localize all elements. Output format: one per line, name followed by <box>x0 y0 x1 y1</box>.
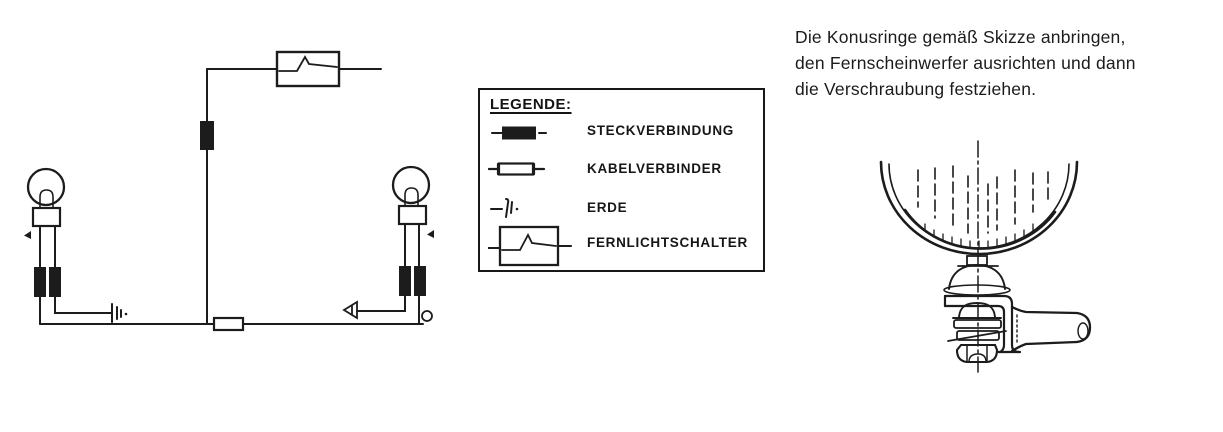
handlebar-tube <box>1010 305 1092 353</box>
lock-washer <box>947 330 1007 342</box>
bulb-left <box>24 167 113 325</box>
instruction-line: Die Konusringe gemäß Skizze anbringen, <box>795 27 1126 47</box>
instruction-line: den Fernscheinwerfer ausrichten und dann <box>795 53 1136 73</box>
instruction-text: Die Konusringe gemäß Skizze anbringen, d… <box>795 24 1190 102</box>
scale-ticks <box>924 223 1034 249</box>
cone-ring-lower <box>952 302 1002 319</box>
legend-panel: LEGENDE: STECKVERBINDUNG <box>478 88 765 272</box>
cable-connector-bottom <box>212 316 245 332</box>
wiring-diagram <box>24 50 434 332</box>
bulb-right <box>356 165 434 325</box>
headlamp-mounting-drawing <box>879 140 1092 373</box>
arrow-left-icon <box>24 231 31 239</box>
arrow-right-icon <box>427 230 434 238</box>
instruction-line: die Verschraubung festziehen. <box>795 79 1037 99</box>
plug-connector-vertical <box>200 121 214 150</box>
legend-item-label: KABELVERBINDER <box>587 161 722 176</box>
cone-ring-upper <box>943 263 1011 296</box>
reflector-hatching <box>917 165 1049 234</box>
legend-item-label: FERNLICHTSCHALTER <box>587 235 748 250</box>
legend-item-label: STECKVERBINDUNG <box>587 123 735 138</box>
dimmer-switch-icon <box>488 225 572 267</box>
flat-washer <box>953 319 1002 329</box>
cable-connector-icon <box>488 162 546 176</box>
high-beam-switch-box <box>206 50 382 88</box>
legend-item-label: ERDE <box>587 200 628 215</box>
nut <box>955 343 999 364</box>
mounting-bracket <box>943 294 1022 354</box>
legend-title: LEGENDE: <box>490 96 572 113</box>
ground-right <box>342 300 358 320</box>
ground-icon <box>490 198 519 218</box>
terminal-ring <box>421 310 433 322</box>
plug-connector-icon <box>491 126 547 140</box>
ground-left <box>111 303 128 323</box>
